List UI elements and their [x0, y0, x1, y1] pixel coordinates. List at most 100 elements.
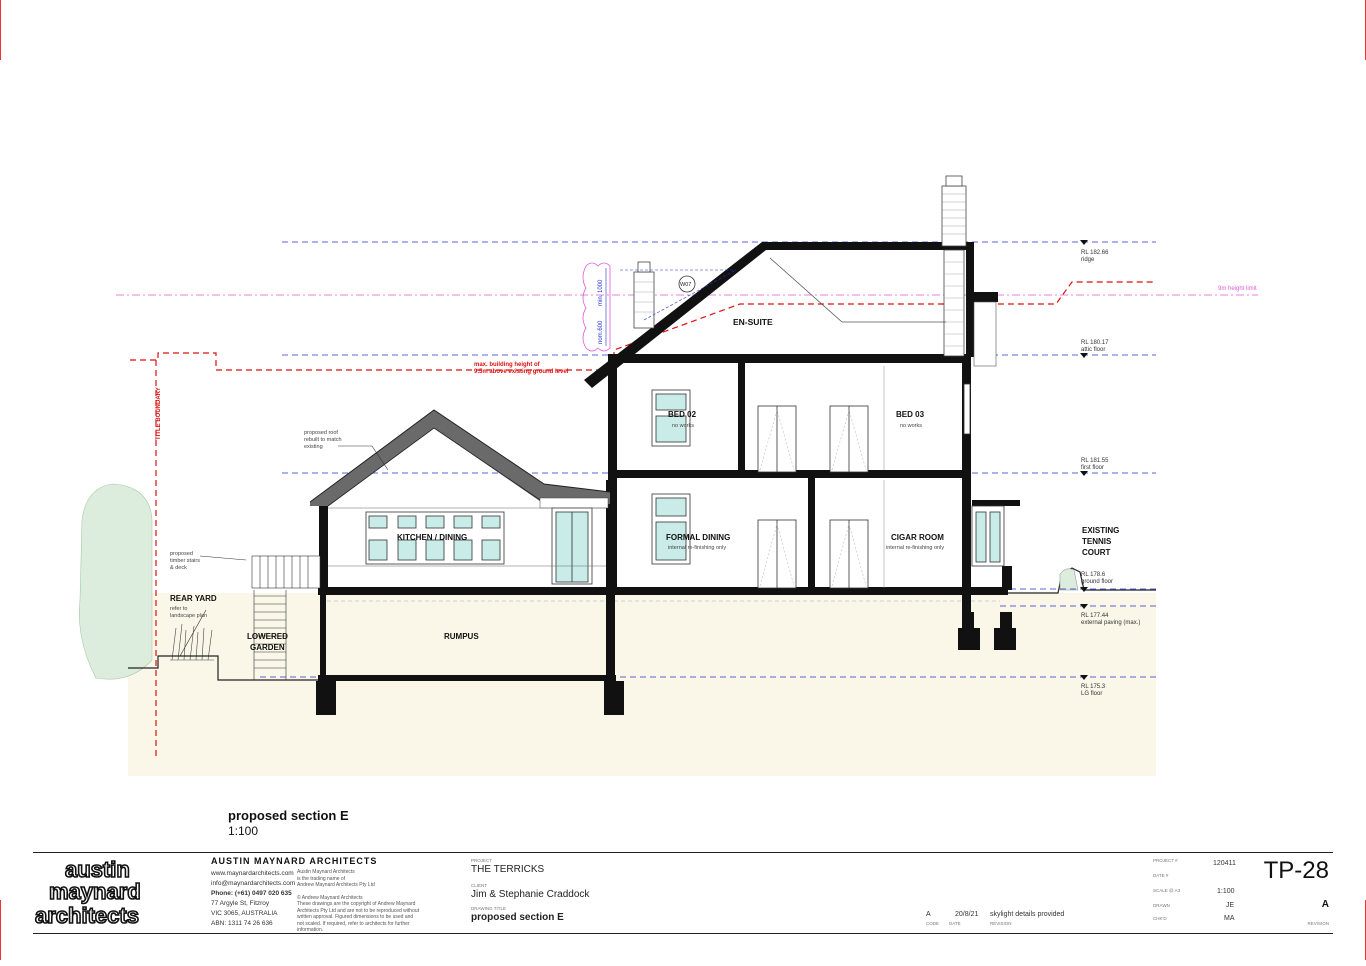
rear-ground-fill	[128, 656, 320, 776]
firm-contact: www.maynardarchitects.com info@maynardar…	[211, 869, 295, 929]
title-boundary-label: TITLE BOUNDARY	[156, 387, 162, 440]
legal-line: is the trading name of	[297, 875, 346, 882]
level-markers	[1080, 240, 1088, 680]
client-name: Jim & Stephanie Craddock	[471, 889, 590, 900]
rev-date: 20/8/21	[955, 911, 979, 918]
rl-attic-label: attic floor	[1081, 347, 1105, 353]
cigar-note: internal re-finishing only	[886, 545, 944, 551]
height-limit-label: 9m height limit	[1218, 286, 1257, 292]
rl-lg: RL 175.3	[1081, 684, 1106, 690]
room-formal-dining: FORMAL DINING	[666, 533, 730, 542]
project-label: PROJECT	[471, 858, 493, 863]
revision-letter: A	[1321, 899, 1329, 910]
room-bed03: BED 03	[896, 410, 925, 419]
room-bed02: BED 02	[668, 410, 697, 419]
room-rumpus: RUMPUS	[444, 632, 479, 641]
max-height-note-1: max. building height of	[474, 362, 541, 368]
crop-mark	[0, 0, 9, 60]
rl-ground-label: ground floor	[1081, 579, 1113, 585]
date-label: DATE #	[1153, 873, 1169, 878]
roof-note-3: existing	[304, 444, 323, 450]
tennis-2: TENNIS	[1082, 537, 1112, 546]
rl-attic: RL 180.17	[1081, 340, 1109, 346]
logo-word-3: architects	[35, 903, 139, 928]
ground-line	[128, 655, 320, 681]
roof-note-1: proposed roof	[304, 430, 338, 436]
rl-ground: RL 178.6	[1081, 572, 1106, 578]
tennis-1: EXISTING	[1082, 526, 1119, 535]
room-en-suite: EN-SUITE	[733, 317, 773, 327]
stairs-note-2: timber stairs	[170, 558, 200, 564]
max-height-line	[130, 281, 1156, 371]
stairs-deck	[251, 555, 321, 680]
dim-top-label: min. 1000	[598, 279, 604, 306]
firm-website[interactable]: www.maynardarchitects.com	[211, 870, 294, 877]
tennis-3: COURT	[1082, 548, 1111, 557]
drawing-title-label: DRAWING TITLE	[471, 906, 507, 911]
lowered-garden-2: GARDEN	[250, 643, 285, 652]
room-cigar: CIGAR ROOM	[891, 533, 944, 542]
rl-ridge-label: ridge	[1081, 257, 1095, 263]
logo-word-2: maynard	[49, 879, 141, 904]
legal-line: not scaled. If required, refer to archit…	[297, 920, 410, 927]
legal-line: Austin Maynard Architects	[297, 869, 355, 875]
firm-phone: Phone: (+61) 0497 020 635	[211, 890, 292, 897]
drawn-value: JE	[1226, 902, 1235, 909]
client-label: CLIENT	[471, 883, 488, 888]
project-no: 120411	[1213, 860, 1236, 867]
firm-street: 77 Argyle St, Fitzroy	[211, 900, 270, 907]
rev-description: skylight details provided	[990, 911, 1065, 918]
caption-title: proposed section E	[228, 808, 349, 823]
house-windows	[651, 383, 1005, 589]
rear-yard-note-1: refer to	[170, 606, 187, 612]
window-tag-w07	[678, 275, 696, 293]
legal-line: Andrew Maynard Architects Pty Ltd	[297, 882, 375, 888]
formal-dining-note: internal re-finishing only	[668, 545, 726, 551]
drawn-label: DRAWN	[1153, 903, 1170, 908]
legal-line: © Andrew Maynard Architects	[297, 894, 363, 901]
sheet-number: TP-28	[1263, 857, 1329, 884]
legal-line: These drawings are the copyright of Andr…	[297, 901, 416, 907]
kitchen-roof	[309, 409, 611, 509]
scale-value: 1:100	[1217, 888, 1235, 895]
rl-paving-label: external paving (max.)	[1081, 620, 1140, 626]
stairs-note-1: proposed	[170, 551, 193, 557]
project-no-label: PROJECT #	[1153, 858, 1178, 863]
crop-mark	[0, 900, 9, 960]
project-name: THE TERRICKS	[471, 864, 545, 875]
kitchen-windows	[365, 507, 593, 585]
rev-col-code: CODE	[926, 921, 940, 926]
building-walls	[316, 242, 1020, 715]
roof-note-2: rebuilt to match	[304, 437, 342, 443]
legal-line: information.	[297, 927, 324, 933]
firm-legal: Austin Maynard Architects is the trading…	[297, 869, 427, 934]
scale-label: SCALE @ A3	[1153, 888, 1181, 893]
rl-first: RL 181.55	[1081, 458, 1109, 464]
legal-line: written approval. Figured dimensions to …	[297, 914, 414, 920]
checked-label: CHK'D	[1153, 916, 1167, 921]
rl-lg-label: LG floor	[1081, 691, 1102, 697]
rear-yard: REAR YARD	[170, 594, 217, 603]
rl-paving: RL 177.44	[1081, 613, 1109, 619]
tree-shape	[79, 483, 153, 680]
stairs-note-3: & deck	[170, 565, 187, 571]
shrub	[170, 623, 214, 661]
drawing-title: proposed section E	[471, 912, 564, 923]
firm-state: VIC 3065, AUSTRALIA	[211, 910, 278, 917]
revision-label: REVISION	[1307, 921, 1329, 926]
firm-email[interactable]: info@maynardarchitects.com	[211, 880, 296, 887]
caption-scale: 1:100	[228, 824, 259, 838]
rev-code: A	[926, 911, 931, 918]
chimneys	[633, 175, 967, 357]
logo-word-1: austin	[65, 857, 130, 882]
window-tag-label: W07	[680, 282, 691, 288]
max-height-note-2: 9.5m above existing ground level	[474, 369, 569, 375]
firm-abn: ABN: 1311 74 26 636	[211, 920, 273, 927]
bed02-note: no works	[672, 423, 694, 429]
rev-col-revision: REVISION	[990, 921, 1012, 926]
rl-ridge: RL 182.66	[1081, 250, 1109, 256]
firm-logo: austin maynard architects	[34, 856, 141, 929]
room-kitchen: KITCHEN / DINING	[397, 533, 467, 542]
checked-value: MA	[1224, 915, 1235, 922]
